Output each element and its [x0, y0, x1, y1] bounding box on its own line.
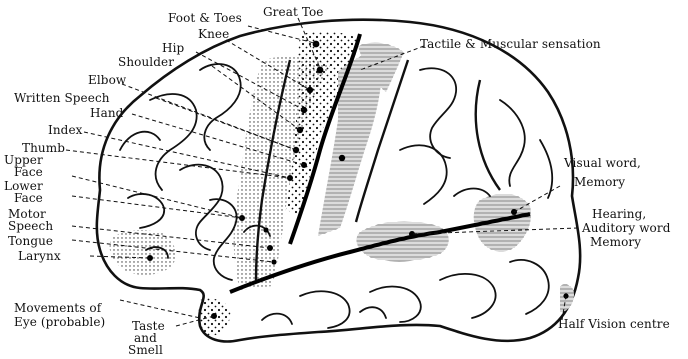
label-tongue: Tongue [8, 235, 53, 247]
label-larynx: Larynx [18, 250, 61, 262]
label-hip: Hip [162, 42, 184, 54]
label-eye-1: Movements of [14, 302, 101, 314]
label-written-speech: Written Speech [14, 92, 110, 104]
label-hearing-3: Memory [590, 236, 641, 248]
label-tactile: Tactile & Muscular sensation [420, 38, 601, 50]
label-motor-speech-2: Speech [8, 220, 53, 232]
label-shoulder: Shoulder [118, 56, 174, 68]
label-half-vision: Half Vision centre [558, 318, 670, 330]
label-taste-3: Smell [128, 344, 163, 356]
label-foot-toes: Foot & Toes [168, 12, 242, 24]
label-hearing-2: Auditory word [582, 222, 671, 234]
label-visual-word-2: Memory [574, 176, 625, 188]
label-great-toe: Great Toe [263, 6, 324, 18]
label-lower-face-2: Face [14, 192, 43, 204]
label-hand: Hand [90, 107, 123, 119]
label-eye-2: Eye (probable) [14, 316, 105, 328]
auditory-region [356, 221, 448, 261]
label-index: Index [48, 124, 83, 136]
label-hearing-1: Hearing, [592, 208, 646, 220]
label-elbow: Elbow [88, 74, 126, 86]
label-knee: Knee [198, 28, 229, 40]
label-visual-word-1: Visual word, [564, 157, 641, 169]
label-upper-face-2: Face [14, 166, 43, 178]
